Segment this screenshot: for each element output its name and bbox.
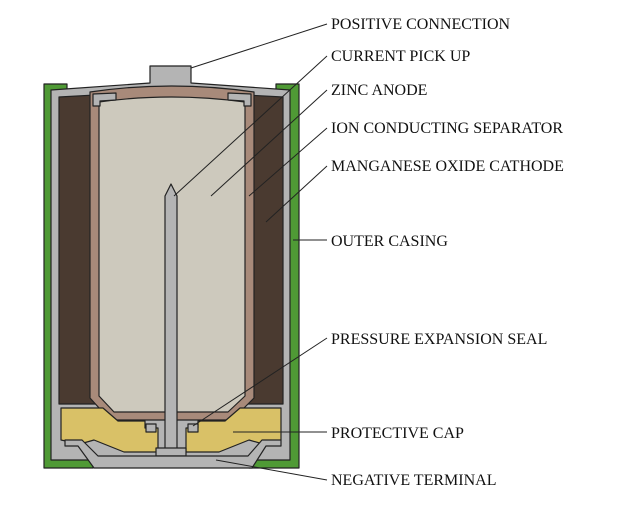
current-pick-up	[164, 183, 178, 456]
pressure-expansion-seal-left	[145, 423, 157, 433]
pick-up-base	[155, 447, 187, 457]
label-protective-cap: PROTECTIVE CAP	[331, 425, 464, 442]
leader-negative-terminal	[215, 459, 328, 481]
pick-up-corner-right	[227, 92, 252, 107]
leader-zinc-anode	[210, 89, 328, 197]
leader-ion-conducting-separator	[248, 127, 328, 197]
leader-pressure-expansion-seal	[192, 337, 328, 427]
label-outer-casing: OUTER CASING	[331, 233, 448, 250]
label-zinc-anode: ZINC ANODE	[331, 82, 427, 99]
pressure-expansion-seal-right	[187, 423, 199, 433]
leader-positive-connection	[190, 23, 328, 69]
pick-up-corner-left	[92, 92, 117, 107]
negative-terminal	[64, 439, 282, 469]
label-negative-terminal: NEGATIVE TERMINAL	[331, 472, 496, 489]
label-ion-conducting-separator: ION CONDUCTING SEPARATOR	[331, 120, 563, 137]
leader-manganese-oxide-cathode	[265, 165, 328, 223]
label-current-pick-up: CURRENT PICK UP	[331, 48, 470, 65]
label-manganese-oxide-cathode: MANGANESE OXIDE CATHODE	[331, 158, 564, 175]
leader-current-pick-up	[173, 55, 328, 197]
label-pressure-expansion-seal: PRESSURE EXPANSION SEAL	[331, 331, 547, 348]
label-positive-connection: POSITIVE CONNECTION	[331, 16, 511, 33]
